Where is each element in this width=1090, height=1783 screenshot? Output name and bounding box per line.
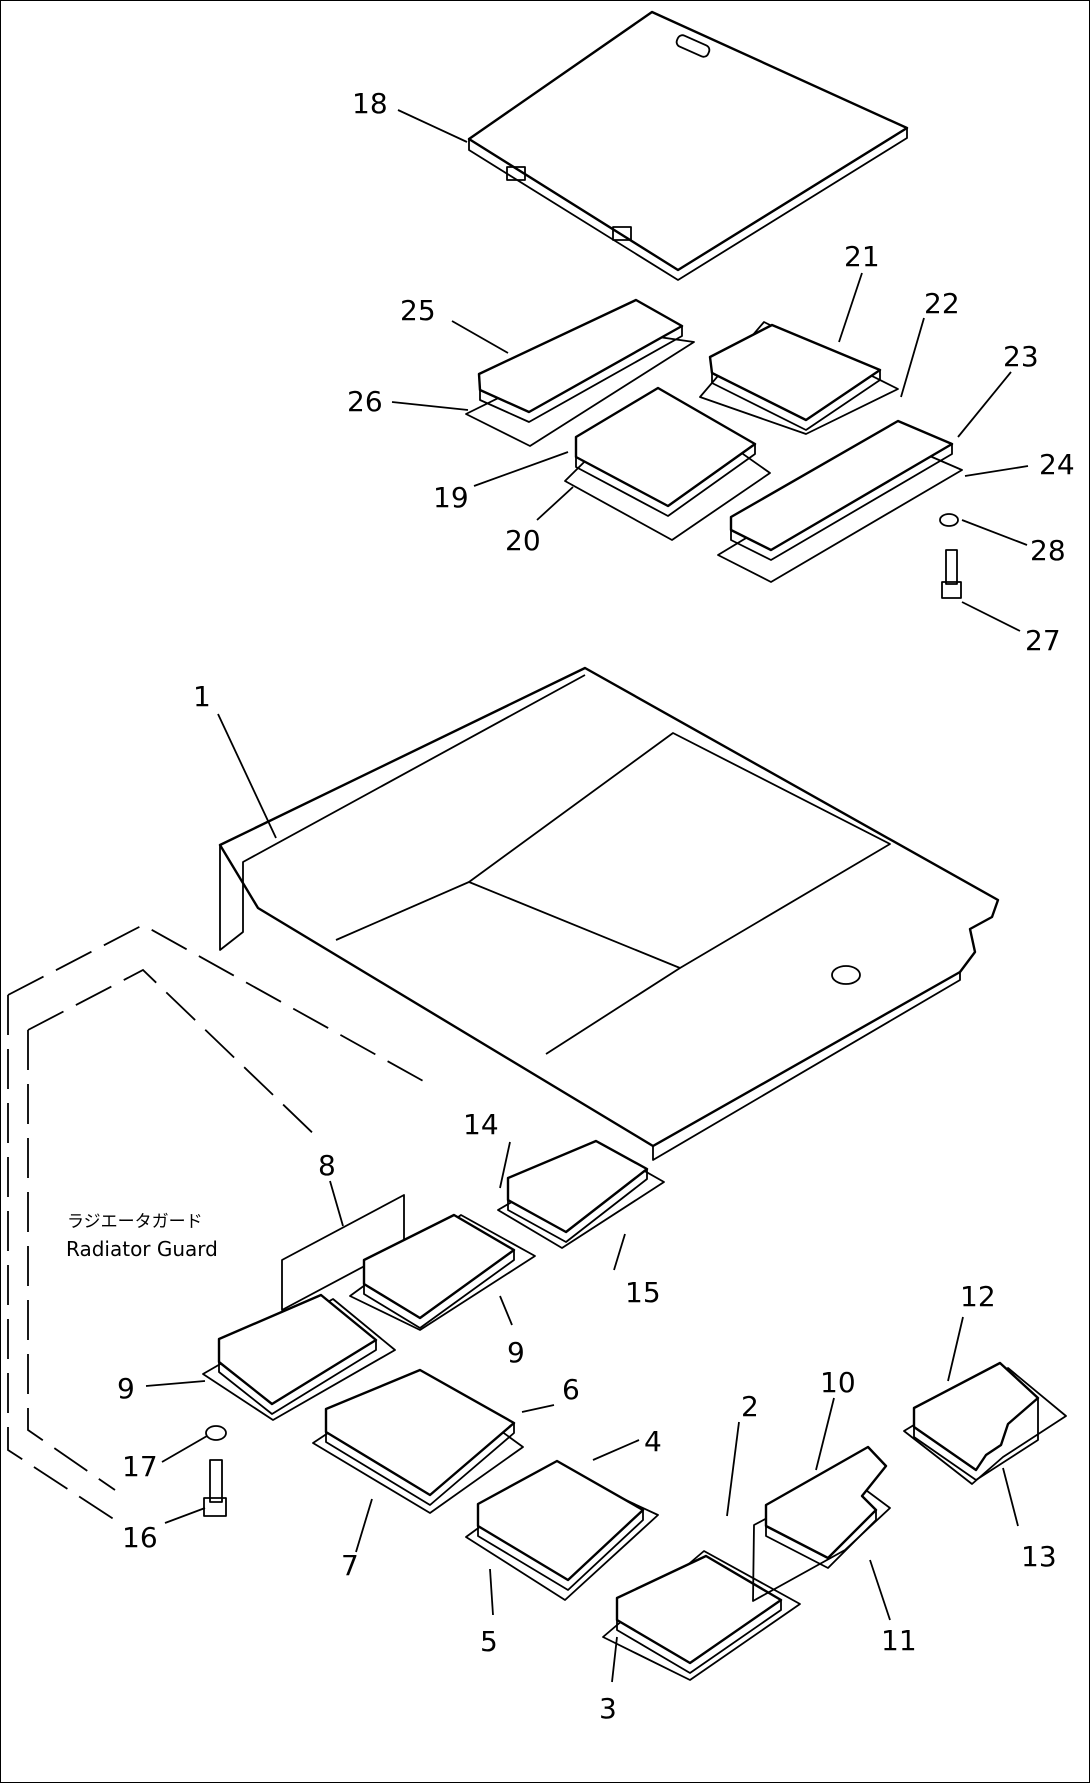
label-20: 20 [505, 524, 541, 557]
label-1: 1 [193, 680, 211, 713]
label-24: 24 [1039, 448, 1075, 481]
label-12: 12 [960, 1280, 996, 1313]
note-japanese: ラジエータガード [67, 1212, 203, 1232]
label-10: 10 [820, 1366, 856, 1399]
label-23: 23 [1003, 340, 1039, 373]
part-9-upper-pad [349, 1213, 536, 1331]
radiator-guard-note: ラジエータガード Radiator Guard [66, 1212, 218, 1261]
label-22: 22 [924, 287, 960, 320]
part-21-22-pad [699, 321, 899, 435]
part-6-7-pad [312, 1368, 524, 1514]
part-9-lower-pad [202, 1293, 396, 1421]
leader-lines [145, 109, 1029, 1683]
label-3: 3 [599, 1692, 617, 1725]
label-6: 6 [562, 1373, 580, 1406]
label-2: 2 [741, 1390, 759, 1423]
label-21: 21 [844, 240, 880, 273]
part-19-20-pad [564, 386, 771, 541]
part-10-11-pad [752, 1445, 891, 1602]
label-28: 28 [1030, 534, 1066, 567]
label-8: 8 [318, 1149, 336, 1182]
label-7: 7 [341, 1549, 359, 1582]
part-12-13-pad [903, 1361, 1067, 1485]
label-11: 11 [881, 1624, 917, 1657]
label-9-lower: 9 [117, 1372, 135, 1405]
part-25-26-pad [465, 298, 695, 447]
part-14-15-pad [497, 1139, 665, 1249]
label-13: 13 [1021, 1540, 1057, 1573]
part-18-cover-plate [467, 10, 909, 281]
label-18: 18 [352, 87, 388, 120]
label-16: 16 [122, 1521, 158, 1554]
label-19: 19 [433, 481, 469, 514]
label-5: 5 [480, 1625, 498, 1658]
label-17: 17 [122, 1450, 158, 1483]
label-4: 4 [644, 1425, 662, 1458]
part-27-28-bolt [939, 513, 962, 599]
note-english: Radiator Guard [66, 1237, 218, 1261]
part-16-17-bolt [203, 1425, 227, 1517]
label-25: 25 [400, 294, 436, 327]
radiator-guard-outline [7, 923, 426, 1521]
label-27: 27 [1025, 624, 1061, 657]
label-14: 14 [463, 1108, 499, 1141]
part-2-3-pad [602, 1550, 801, 1681]
part-4-5-pad [465, 1459, 659, 1601]
part-1-upper-guard [218, 666, 1000, 1161]
part-23-24-pad [717, 419, 963, 583]
label-26: 26 [347, 385, 383, 418]
label-15: 15 [625, 1276, 661, 1309]
label-9-upper: 9 [507, 1336, 525, 1369]
part-number-labels: 18 25 26 19 20 21 22 23 24 28 27 1 14 15… [117, 87, 1075, 1725]
